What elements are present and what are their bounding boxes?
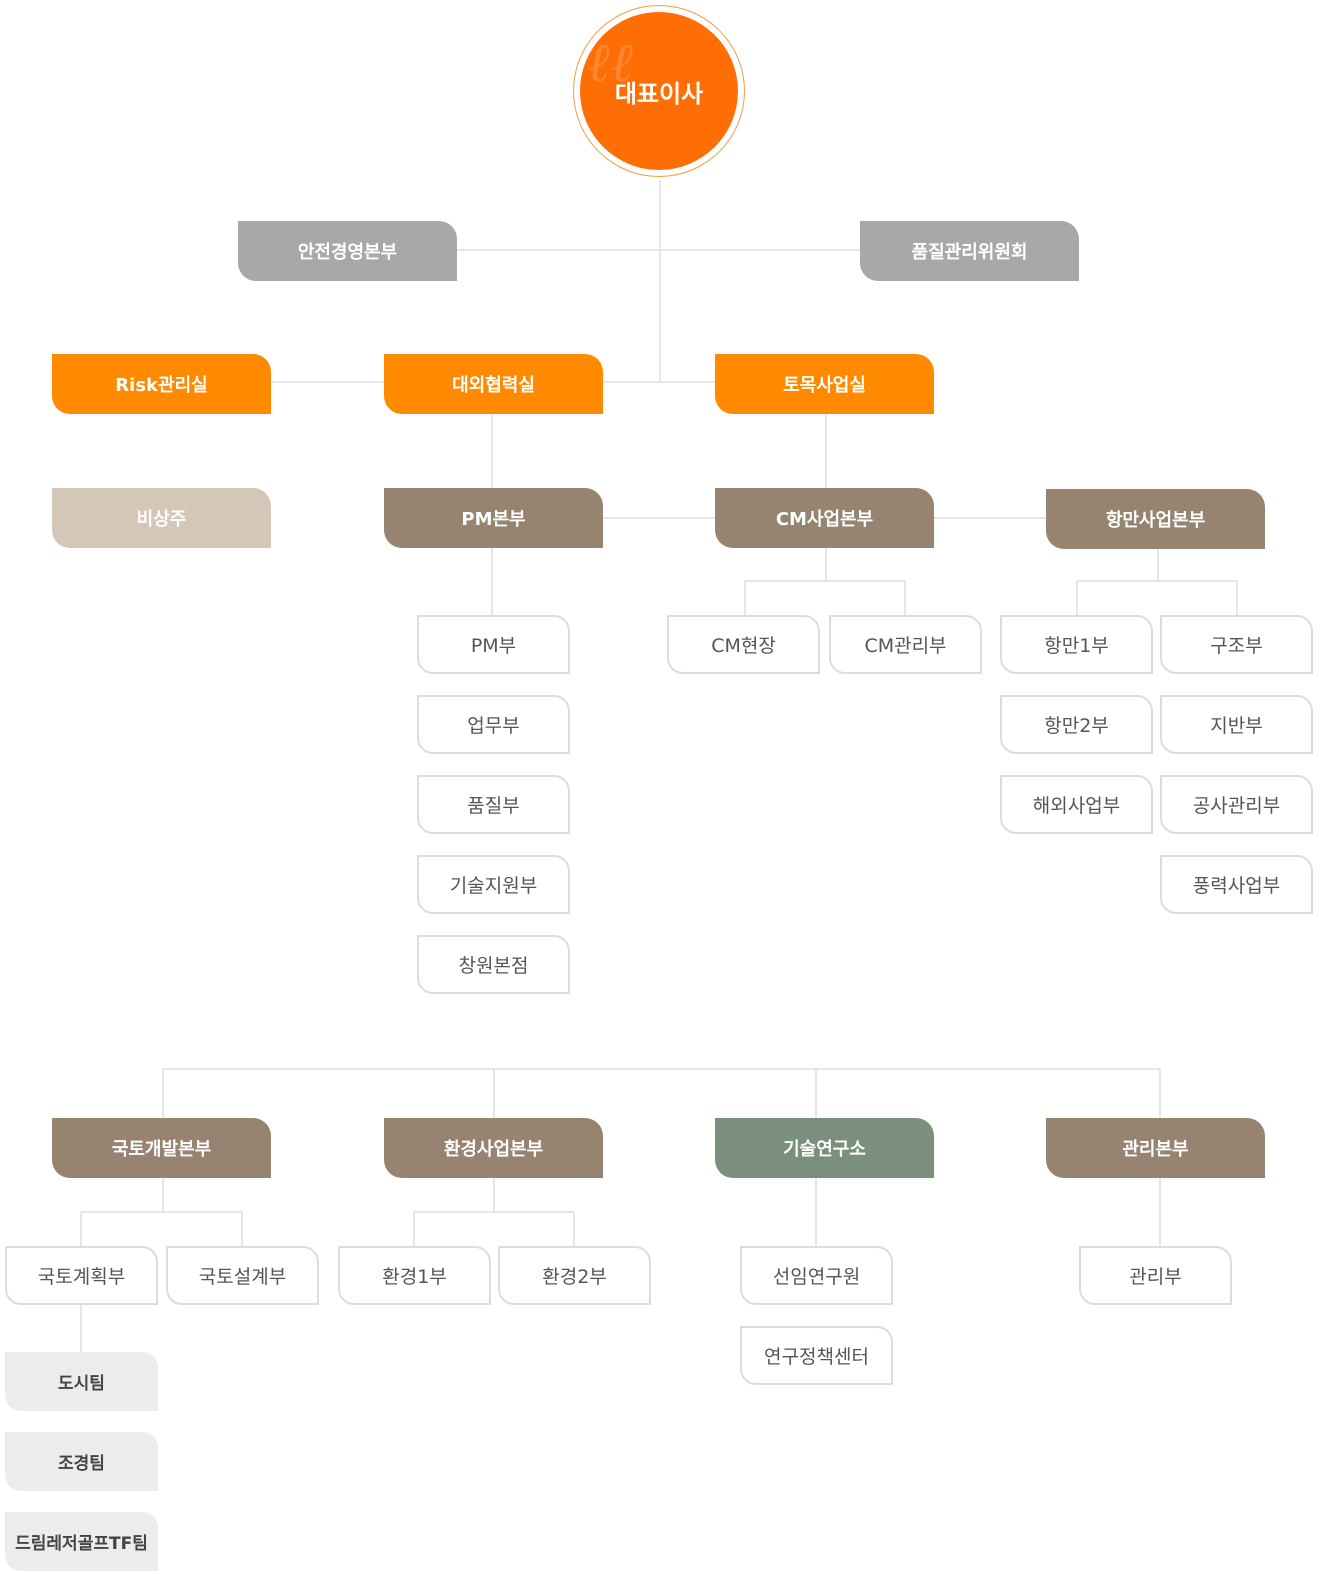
technology-lab: 기술연구소 (715, 1118, 934, 1178)
ceo-decoration: ℓℓ (588, 30, 635, 94)
pm-dept: 품질부 (417, 775, 570, 834)
pm-hq: PM본부 (384, 488, 603, 548)
civil-engineering-office: 토목사업실 (715, 354, 934, 414)
land-team: 조경팀 (5, 1432, 158, 1491)
ceo-label: 대표이사 (614, 79, 704, 108)
env-dept: 환경2부 (498, 1246, 651, 1305)
port-dept: 항만1부 (1000, 615, 1153, 674)
environment-hq: 환경사업본부 (384, 1118, 603, 1178)
safety-management-hq: 안전경영본부 (238, 221, 457, 281)
port-hq: 항만사업본부 (1046, 489, 1265, 549)
land-dept: 국토계획부 (5, 1246, 158, 1305)
cm-dept: CM현장 (667, 615, 820, 674)
port-dept: 공사관리부 (1160, 775, 1313, 834)
lab-dept: 선임연구원 (740, 1246, 893, 1305)
env-dept: 환경1부 (338, 1246, 491, 1305)
port-dept: 해외사업부 (1000, 775, 1153, 834)
port-dept: 지반부 (1160, 695, 1313, 754)
admin-dept: 관리부 (1079, 1246, 1232, 1305)
pm-dept: 업무부 (417, 695, 570, 754)
pm-dept: 창원본점 (417, 935, 570, 994)
external-affairs-office: 대외협력실 (384, 354, 603, 414)
pm-dept: 기술지원부 (417, 855, 570, 914)
non-standing: 비상주 (52, 488, 271, 548)
port-dept: 풍력사업부 (1160, 855, 1313, 914)
land-team: 도시팀 (5, 1352, 158, 1411)
land-dept: 국토설계부 (166, 1246, 319, 1305)
port-dept: 구조부 (1160, 615, 1313, 674)
ceo-node: ℓℓ 대표이사 (580, 12, 738, 170)
admin-hq: 관리본부 (1046, 1118, 1265, 1178)
pm-dept: PM부 (417, 615, 570, 674)
risk-office: Risk관리실 (52, 354, 271, 414)
lab-dept: 연구정책센터 (740, 1326, 893, 1385)
land-development-hq: 국토개발본부 (52, 1118, 271, 1178)
cm-dept: CM관리부 (829, 615, 982, 674)
cm-hq: CM사업본부 (715, 488, 934, 548)
quality-committee: 품질관리위원회 (860, 221, 1079, 281)
port-dept: 항만2부 (1000, 695, 1153, 754)
land-team: 드림레저골프TF팀 (5, 1512, 158, 1571)
